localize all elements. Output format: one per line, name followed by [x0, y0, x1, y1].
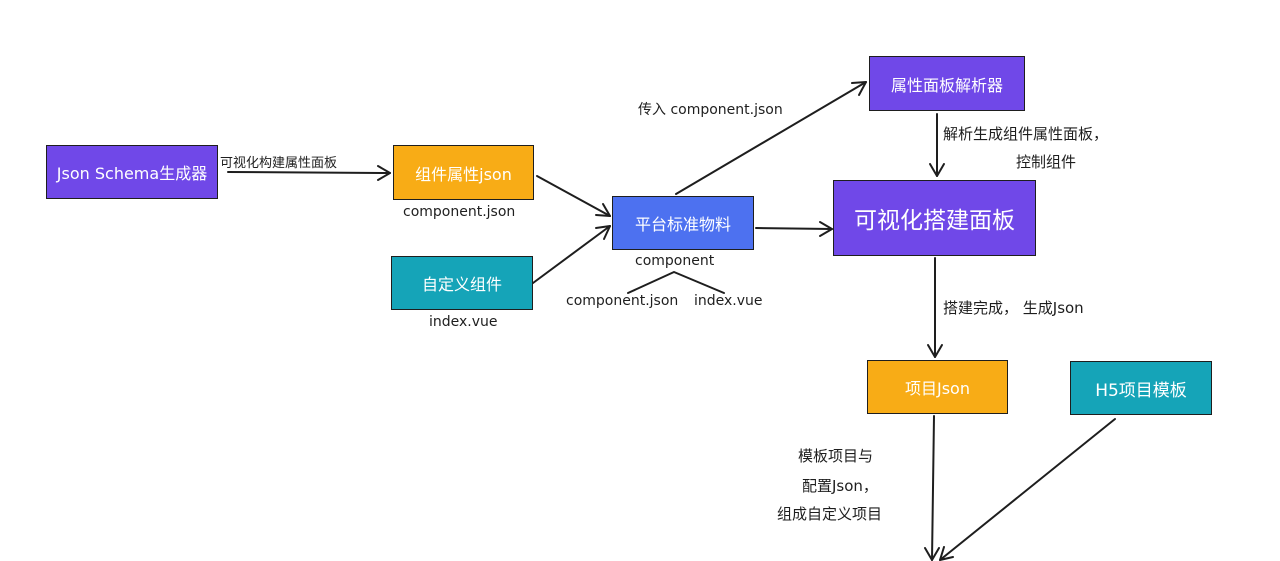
- pass-component-json-label: 传入 component.json: [638, 102, 783, 118]
- component-json-branch-label: component.json: [566, 293, 679, 309]
- visual-builder-label: 可视化搭建面板: [854, 208, 1015, 234]
- component-branch: [627, 271, 725, 294]
- compose-label-line2: 配置Json，: [802, 477, 878, 495]
- platform-material-label: 平台标准物料: [634, 215, 731, 234]
- component-json-caption: component.json: [403, 204, 516, 220]
- schema-generator-label: Json Schema生成器: [56, 164, 208, 183]
- arrow-project-to-custom-project: [924, 415, 940, 561]
- arrow-material-to-builder: [755, 221, 833, 237]
- parse-label-line2: 控制组件: [1016, 153, 1077, 171]
- h5-template-label: H5项目模板: [1095, 380, 1187, 401]
- prop-panel-parser-label: 属性面板解析器: [890, 75, 1003, 95]
- schema-generator-node: Json Schema生成器: [46, 145, 218, 199]
- h5-template-node: H5项目模板: [1070, 361, 1212, 415]
- component-caption: component: [635, 253, 715, 269]
- custom-component-label: 自定义组件: [421, 275, 502, 294]
- arrow-builder-to-project: [927, 257, 943, 358]
- arrow-material-to-parser: [675, 81, 867, 195]
- arrow-parser-to-builder: [929, 113, 945, 177]
- arrow-props-to-material: [536, 175, 611, 217]
- visual-builder-node: 可视化搭建面板: [833, 180, 1036, 256]
- build-done-label: 搭建完成， 生成Json: [943, 299, 1084, 317]
- component-props-node: 组件属性json: [393, 145, 534, 200]
- custom-component-node: 自定义组件: [391, 256, 533, 310]
- visual-build-props-label: 可视化构建属性面板: [220, 156, 338, 171]
- index-vue-branch-label: index.vue: [694, 293, 763, 309]
- compose-label-line3: 组成自定义项目: [777, 505, 883, 523]
- component-props-label: 组件属性json: [415, 164, 512, 184]
- parse-label-line1: 解析生成组件属性面板，: [943, 125, 1109, 143]
- project-json-node: 项目Json: [867, 360, 1008, 414]
- arrow-custom-to-material: [532, 225, 611, 284]
- platform-material-node: 平台标准物料: [612, 196, 754, 250]
- arrow-schema-to-props: [227, 165, 391, 181]
- compose-label-line1: 模板项目与: [798, 447, 874, 465]
- prop-panel-parser-node: 属性面板解析器: [869, 56, 1025, 111]
- index-vue-caption: index.vue: [429, 314, 498, 330]
- project-json-label: 项目Json: [905, 379, 970, 398]
- arrow-template-to-custom-project: [939, 418, 1116, 561]
